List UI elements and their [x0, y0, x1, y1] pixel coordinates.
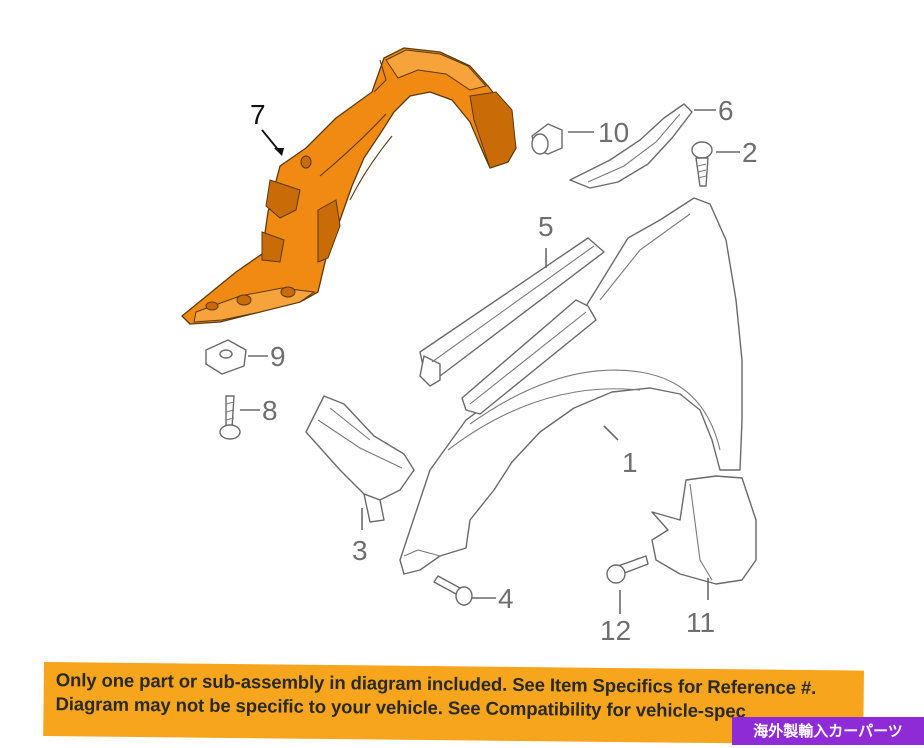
- part-3-bracket: [305, 395, 415, 523]
- callout-10: 10: [598, 117, 629, 148]
- part-12-bolt: [606, 555, 649, 584]
- part-4-bolt: [433, 575, 473, 606]
- callout-8: 8: [262, 395, 278, 426]
- part-8-bolt: [219, 395, 241, 440]
- callout-2: 2: [742, 137, 758, 168]
- callout-1: 1: [622, 447, 638, 478]
- part-5-reinforcement: [419, 237, 605, 415]
- brand-badge: 海外製輸入カーパーツ: [732, 717, 924, 745]
- part-1-fender: [399, 197, 743, 575]
- callout-12: 12: [600, 615, 631, 646]
- callouts: 7 10 6 2 5 9 8 1 3 4 11 12: [250, 95, 758, 646]
- callout-5: 5: [538, 211, 554, 242]
- part-2-bolt: [691, 141, 713, 187]
- callout-3: 3: [352, 535, 368, 566]
- part-9-nut: [205, 339, 247, 375]
- part-6-seal: [569, 103, 693, 189]
- callout-11: 11: [686, 607, 715, 638]
- part-7-fender-liner: [181, 47, 517, 325]
- part-11-splash-guard: [651, 475, 757, 585]
- callout-9: 9: [270, 341, 286, 372]
- leader-lines: [240, 109, 740, 614]
- callout-7: 7: [250, 99, 266, 130]
- callout-4: 4: [498, 583, 514, 614]
- callout-6: 6: [718, 95, 734, 126]
- part-10-clip: [531, 123, 563, 155]
